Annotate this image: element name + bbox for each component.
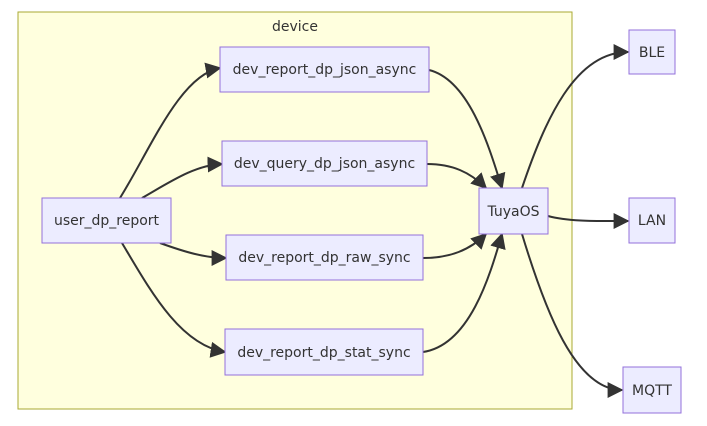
edge-user-to-query-json-async	[141, 156, 224, 199]
edge-json-async-to-tuyaos	[428, 69, 506, 190]
node-ble[interactable]: BLE	[628, 29, 676, 75]
edge-tuyaos-to-mqtt	[521, 233, 624, 398]
node-dev-report-dp-stat-sync[interactable]: dev_report_dp_stat_sync	[224, 328, 424, 376]
edge-user-to-stat-sync	[121, 242, 227, 358]
edge-user-to-json-async	[119, 62, 222, 199]
edge-tuyaos-to-ble	[521, 44, 630, 189]
node-dev-report-dp-stat-sync-label: dev_report_dp_stat_sync	[237, 345, 410, 361]
device-subgraph-label: device	[272, 19, 318, 35]
node-mqtt-label: MQTT	[632, 383, 672, 399]
edges	[119, 44, 630, 398]
node-dev-query-dp-json-async[interactable]: dev_query_dp_json_async	[221, 140, 428, 187]
edge-stat-sync-to-tuyaos	[422, 232, 506, 353]
edge-raw-sync-to-tuyaos	[422, 232, 488, 259]
node-mqtt[interactable]: MQTT	[622, 366, 682, 414]
node-lan[interactable]: LAN	[628, 197, 676, 244]
node-dev-report-dp-json-async[interactable]: dev_report_dp_json_async	[219, 46, 430, 93]
node-dev-query-dp-json-async-label: dev_query_dp_json_async	[234, 156, 415, 172]
node-lan-label: LAN	[638, 213, 666, 229]
edge-tuyaos-to-lan	[547, 213, 630, 230]
node-dev-report-dp-json-async-label: dev_report_dp_json_async	[233, 62, 417, 78]
node-dev-report-dp-raw-sync-label: dev_report_dp_raw_sync	[238, 250, 410, 266]
node-user-dp-report[interactable]: user_dp_report	[41, 197, 172, 244]
node-tuyaos-label: TuyaOS	[486, 204, 539, 220]
node-user-dp-report-label: user_dp_report	[54, 213, 160, 229]
node-ble-label: BLE	[639, 45, 665, 61]
node-dev-report-dp-raw-sync[interactable]: dev_report_dp_raw_sync	[225, 234, 424, 281]
edge-user-to-raw-sync	[159, 242, 228, 266]
edge-query-json-async-to-tuyaos	[426, 163, 488, 190]
node-tuyaos[interactable]: TuyaOS	[478, 187, 549, 235]
